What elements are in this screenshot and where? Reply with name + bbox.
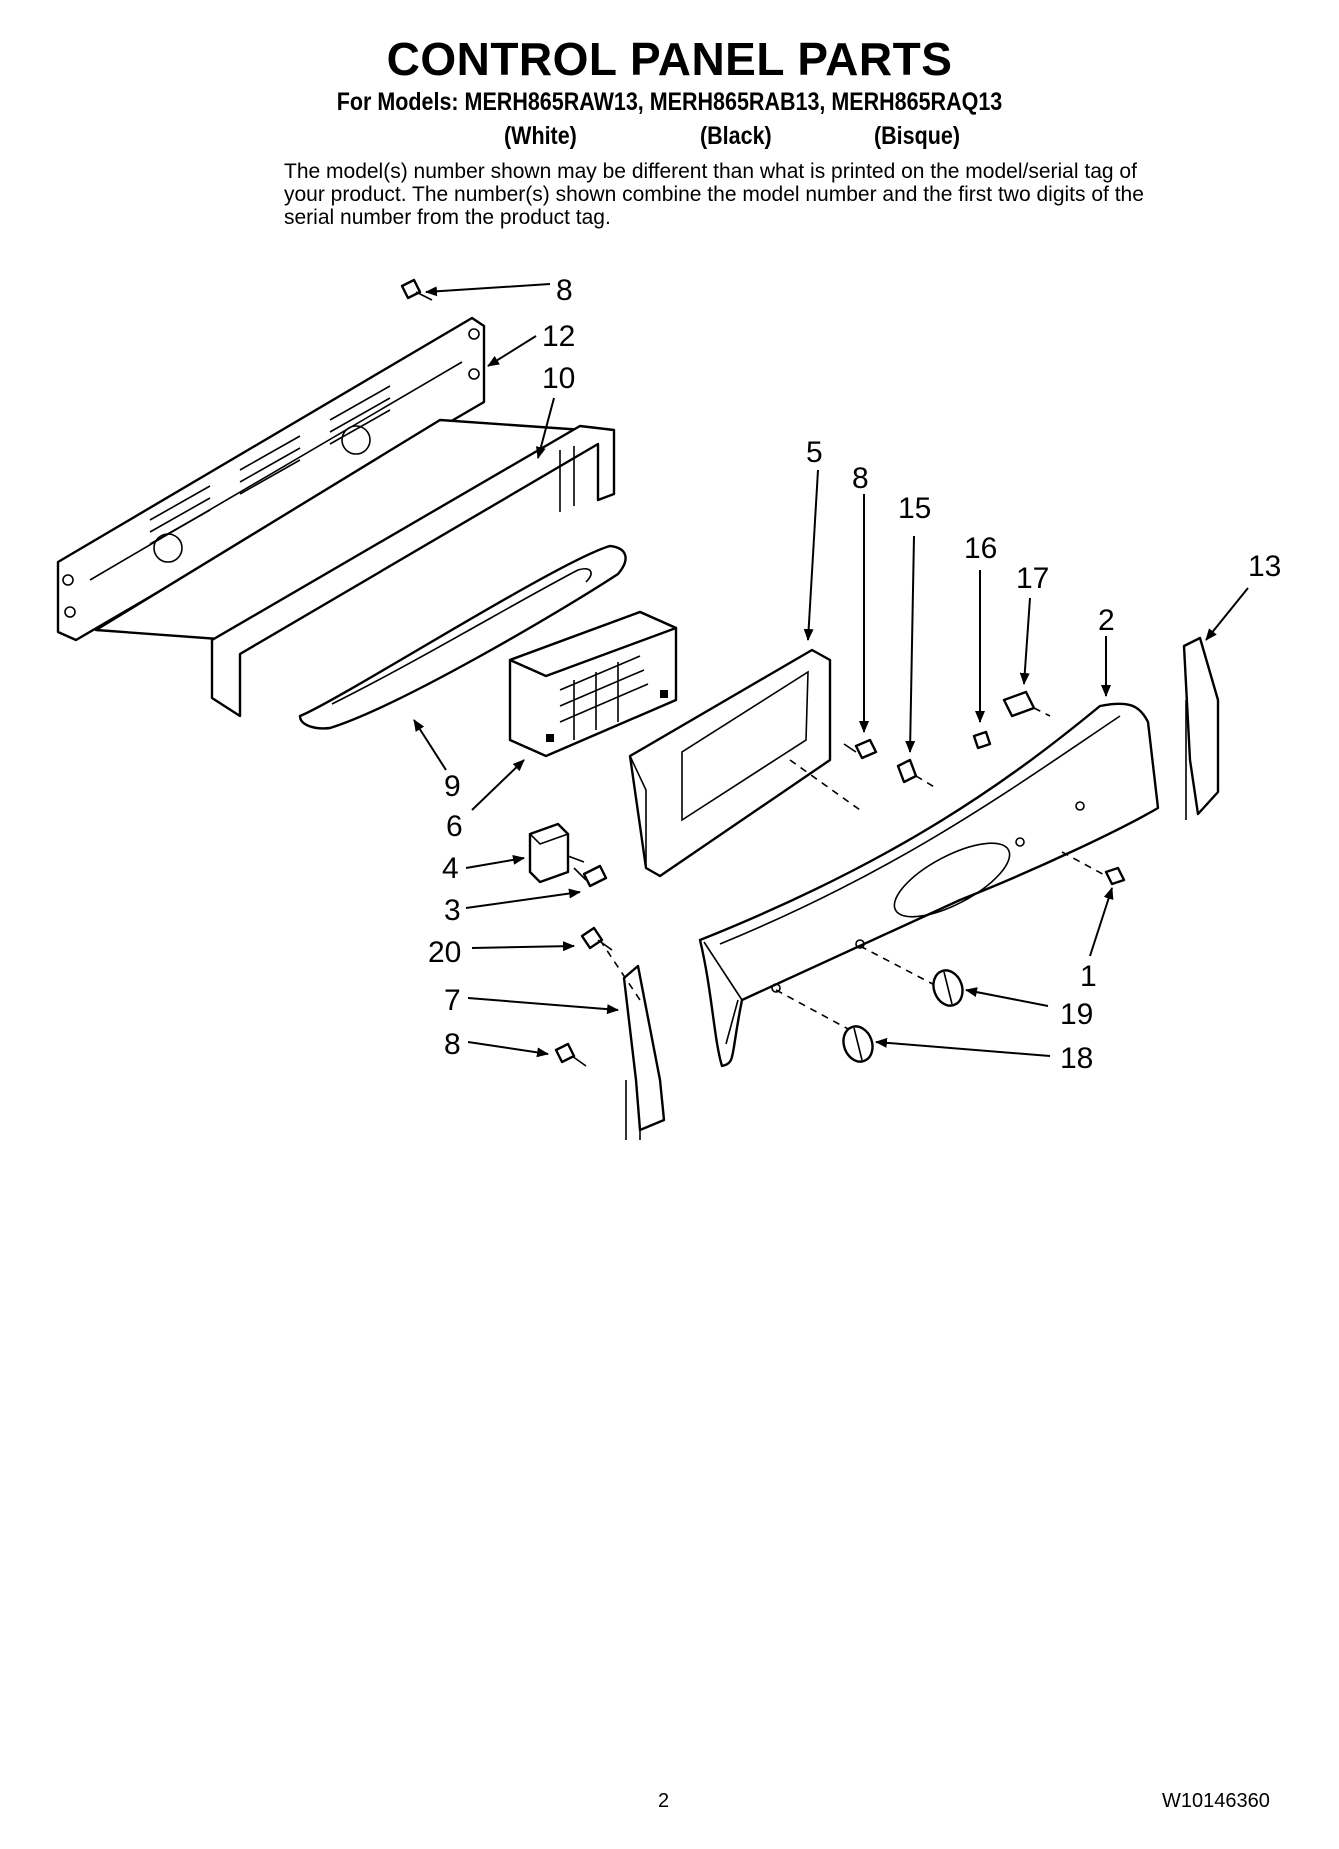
rear-bracket-part-12 [56, 316, 486, 642]
screw-part-8-middle [843, 738, 878, 760]
leader-1 [1089, 887, 1114, 957]
document-id: W10146360 [1162, 1790, 1270, 1812]
leader-5 [803, 469, 819, 641]
callout-4: 4 [442, 852, 459, 885]
knob-part-19 [932, 969, 964, 1007]
color-bisque-label: (Bisque) [874, 122, 960, 150]
leader-8-bottom [467, 1041, 549, 1058]
trim-channel-part-10 [94, 418, 616, 718]
leader-4 [465, 854, 525, 869]
leader-19 [965, 987, 1049, 1007]
callout-18: 18 [1060, 1042, 1093, 1075]
indicator-light-part-16 [972, 730, 992, 750]
screw-part-8-bottom [554, 1042, 587, 1067]
callout-5: 5 [806, 436, 823, 469]
screw-part-20 [580, 926, 613, 951]
side-bracket-part-7 [599, 939, 666, 1140]
color-white-label: (White) [504, 122, 577, 150]
callout-19: 19 [1060, 998, 1093, 1031]
leader-8-top [425, 283, 551, 297]
model-number-note: The model(s) number shown may be differe… [284, 160, 1144, 229]
leader-10 [536, 397, 555, 459]
screw-part-3 [573, 864, 608, 888]
display-cover-part-9 [298, 544, 627, 730]
bezel-part-5 [628, 648, 861, 878]
callout-12: 12 [542, 320, 575, 353]
callout-16: 16 [964, 532, 997, 565]
switch-part-17 [1002, 690, 1051, 718]
callout-7: 7 [444, 984, 461, 1017]
side-bracket-part-13 [1182, 636, 1220, 820]
infinite-switch-part-4 [528, 822, 585, 884]
leader-7 [467, 997, 619, 1015]
leader-3 [465, 888, 581, 909]
page-title: CONTROL PANEL PARTS [386, 33, 953, 85]
callout-15: 15 [898, 492, 931, 525]
knob-stem-part-1 [1104, 866, 1126, 886]
callout-2: 2 [1098, 604, 1115, 637]
clip-part-15 [896, 758, 937, 789]
color-black-label: (Black) [700, 122, 772, 150]
leader-20 [471, 941, 575, 952]
callout-20: 20 [428, 936, 461, 969]
leader-17 [1019, 597, 1031, 685]
leader-15 [905, 535, 916, 753]
control-panel-part-2 [698, 702, 1160, 1068]
callout-17: 17 [1016, 562, 1049, 595]
callout-9: 9 [444, 770, 461, 803]
callout-8-bottom: 8 [444, 1028, 461, 1061]
screw-part-8-top [400, 278, 433, 301]
leader-18 [875, 1037, 1051, 1057]
leader-12 [487, 335, 537, 367]
callout-10: 10 [542, 362, 575, 395]
leader-13 [1205, 587, 1249, 641]
callout-8-top: 8 [556, 274, 573, 307]
callout-6: 6 [446, 810, 463, 843]
callout-8-middle: 8 [852, 462, 869, 495]
callout-13: 13 [1248, 550, 1281, 583]
leader-9 [413, 719, 447, 771]
knob-part-18 [842, 1025, 874, 1063]
model-list: For Models: MERH865RAW13, MERH865RAB13, … [336, 88, 1003, 116]
control-board-part-6 [508, 610, 678, 758]
callout-3: 3 [444, 894, 461, 927]
leader-6 [471, 759, 525, 811]
callout-1: 1 [1080, 960, 1097, 993]
page-number: 2 [658, 1790, 670, 1812]
